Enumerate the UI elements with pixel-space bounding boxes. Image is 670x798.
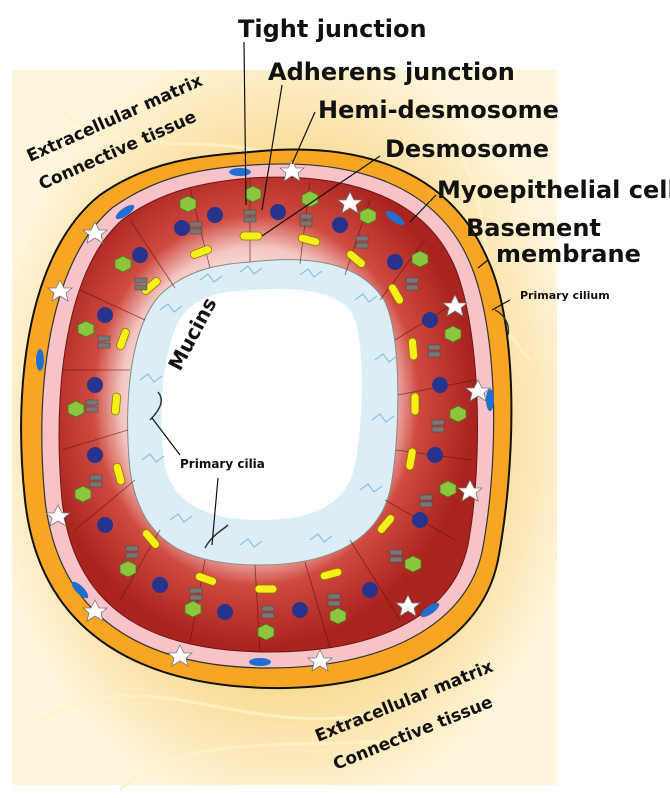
label-tight-junction: Tight junction xyxy=(238,15,427,43)
label-basement-line1: Basement xyxy=(466,214,601,242)
label-myoepithelial-cell: Myoepithelial cell xyxy=(437,176,670,204)
label-desmosome: Desmosome xyxy=(385,135,549,163)
label-adherens-junction: Adherens junction xyxy=(268,58,515,86)
label-primary-cilium: Primary cilium xyxy=(520,289,610,302)
label-hemi-desmosome: Hemi-desmosome xyxy=(318,96,559,124)
label-primary-cilia: Primary cilia xyxy=(180,457,265,471)
label-basement-line2: membrane xyxy=(496,240,641,268)
